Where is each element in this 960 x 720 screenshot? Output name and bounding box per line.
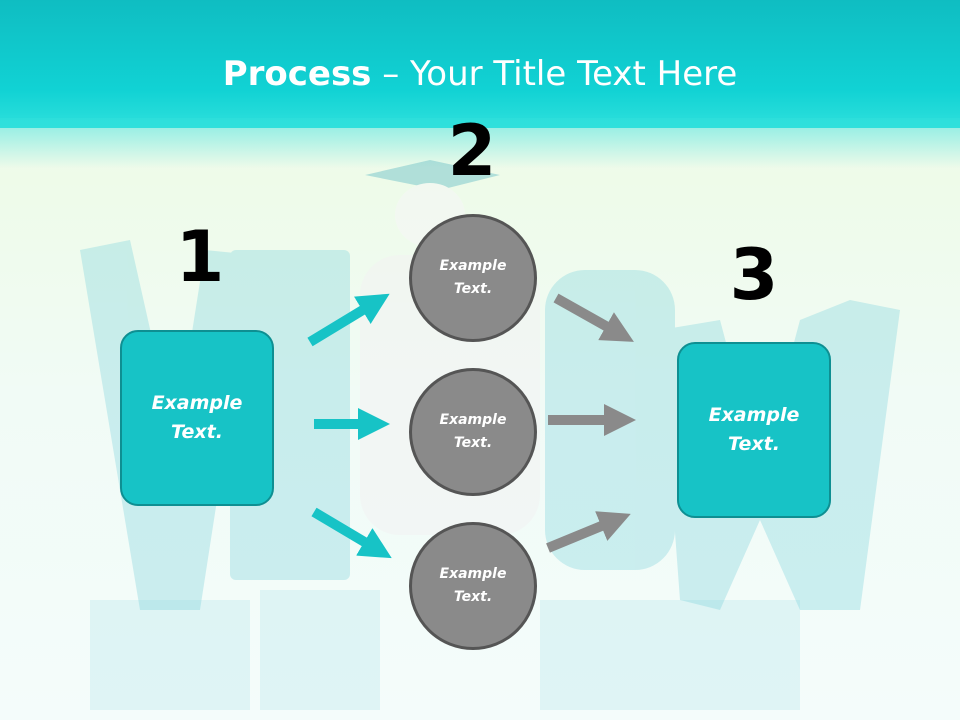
step-number-1: 1 xyxy=(175,216,225,298)
left-box-text: Example Text. xyxy=(151,392,243,443)
circle-bottom: Example Text. xyxy=(409,522,537,650)
slide-title: Process – Your Title Text Here xyxy=(0,52,960,96)
title-bold: Process xyxy=(222,54,372,94)
circle-top: Example Text. xyxy=(409,214,537,342)
reflection-left xyxy=(90,600,250,710)
arrow-top-to-right xyxy=(553,293,634,342)
arrow-left-to-bottom xyxy=(311,507,392,559)
arrow-left-to-top xyxy=(307,293,390,347)
right-text-box: Example Text. xyxy=(677,342,831,518)
circle-middle: Example Text. xyxy=(409,368,537,496)
circle-top-text: Example Text. xyxy=(439,258,507,297)
circle-bottom-text: Example Text. xyxy=(439,566,507,605)
title-banner-glow xyxy=(0,118,960,168)
reflection-right xyxy=(540,600,800,710)
right-box-text: Example Text. xyxy=(708,404,800,455)
circle-middle-text: Example Text. xyxy=(439,412,507,451)
left-text-box: Example Text. xyxy=(120,330,274,506)
step-number-3: 3 xyxy=(729,234,779,316)
title-rest: – Your Title Text Here xyxy=(371,54,738,94)
title-banner xyxy=(0,0,960,128)
arrow-bottom-to-right xyxy=(546,511,631,553)
step-number-2: 2 xyxy=(447,110,497,192)
reflection-mid xyxy=(260,590,380,710)
graduation-cap-icon xyxy=(365,160,500,190)
